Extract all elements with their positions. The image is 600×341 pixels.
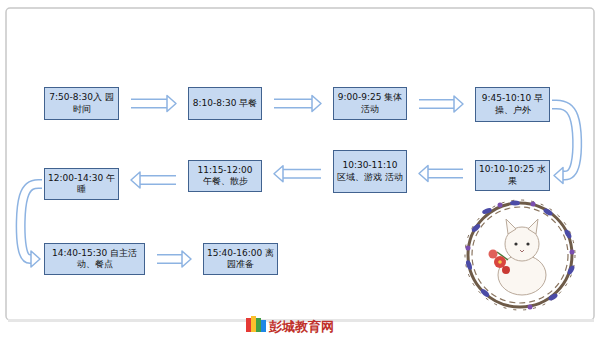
watermark: 彭城教育网 — [269, 316, 334, 336]
arrow-fill — [131, 100, 168, 107]
block-arrow — [157, 251, 191, 267]
arrow-outline — [131, 99, 168, 109]
box-text: 10:10-10:25 水果 — [479, 164, 546, 187]
arrow-fill — [552, 105, 577, 176]
box-text: 7:50-8:30入 园时间 — [48, 92, 115, 115]
block-arrow — [274, 166, 321, 182]
arrow-fill — [419, 101, 455, 108]
arrow-head — [419, 166, 428, 182]
block-arrow — [131, 96, 176, 112]
arrow-head — [167, 96, 176, 112]
wreath-illustration — [465, 200, 576, 310]
block-arrow — [274, 96, 321, 112]
watermark-text: 彭城教育网 — [269, 319, 334, 334]
arrow-outline — [139, 175, 176, 185]
arrow-outline — [21, 184, 42, 259]
arrow-head — [31, 251, 40, 267]
arrow-fill — [282, 170, 321, 177]
box-text: 10:30-11:10 区域、游戏 活动 — [337, 160, 403, 183]
arrow-outline — [552, 105, 577, 176]
process-box: 7:50-8:30入 园时间 — [44, 87, 119, 120]
block-arrow — [419, 166, 463, 182]
arrow-outline — [274, 99, 313, 109]
arrow-fill — [139, 177, 176, 184]
slide-frame — [6, 8, 594, 320]
box-text: 11:15-12:00 午餐、散步 — [192, 165, 258, 188]
arrow-outline — [157, 254, 183, 264]
process-box: 11:15-12:00 午餐、散步 — [188, 160, 262, 192]
process-box: 9:00-9:25 集体活动 — [333, 87, 407, 120]
box-text: 9:45-10:10 早操、户外 — [479, 93, 546, 116]
cat-figure — [489, 219, 547, 295]
block-arrow — [21, 184, 42, 267]
box-text: 9:00-9:25 集体活动 — [337, 92, 403, 115]
arrow-fill — [427, 170, 463, 177]
process-box: 10:10-10:25 水果 — [475, 160, 550, 191]
block-arrow — [131, 172, 176, 188]
arrow-head — [182, 251, 191, 267]
arrow-head — [454, 96, 463, 112]
arrow-head — [274, 166, 283, 182]
process-box: 12:00-14:30 午睡 — [44, 168, 119, 200]
box-text: 14:40-15:30 自主活动、餐点 — [48, 248, 141, 271]
process-box: 9:45-10:10 早操、户外 — [475, 87, 550, 122]
arrow-outline — [419, 99, 455, 109]
arrow-outline — [427, 169, 463, 179]
block-arrow — [552, 105, 577, 184]
arrow-fill — [157, 256, 183, 263]
process-box: 14:40-15:30 自主活动、餐点 — [44, 243, 145, 275]
arrow-head — [131, 172, 140, 188]
process-box: 10:30-11:10 区域、游戏 活动 — [333, 150, 407, 193]
arrow-outline — [282, 169, 321, 179]
arrow-fill — [21, 184, 42, 259]
process-box: 15:40-16:00 离园准备 — [203, 243, 278, 275]
box-text: 12:00-14:30 午睡 — [48, 173, 115, 196]
block-arrow — [419, 96, 463, 112]
logo-icon — [246, 316, 266, 332]
arrow-fill — [274, 100, 313, 107]
box-text: 15:40-16:00 离园准备 — [207, 248, 274, 271]
box-text: 8:10-8:30 早餐 — [193, 98, 258, 109]
process-box: 8:10-8:30 早餐 — [188, 87, 262, 120]
arrow-head — [554, 168, 563, 184]
arrow-head — [312, 96, 321, 112]
